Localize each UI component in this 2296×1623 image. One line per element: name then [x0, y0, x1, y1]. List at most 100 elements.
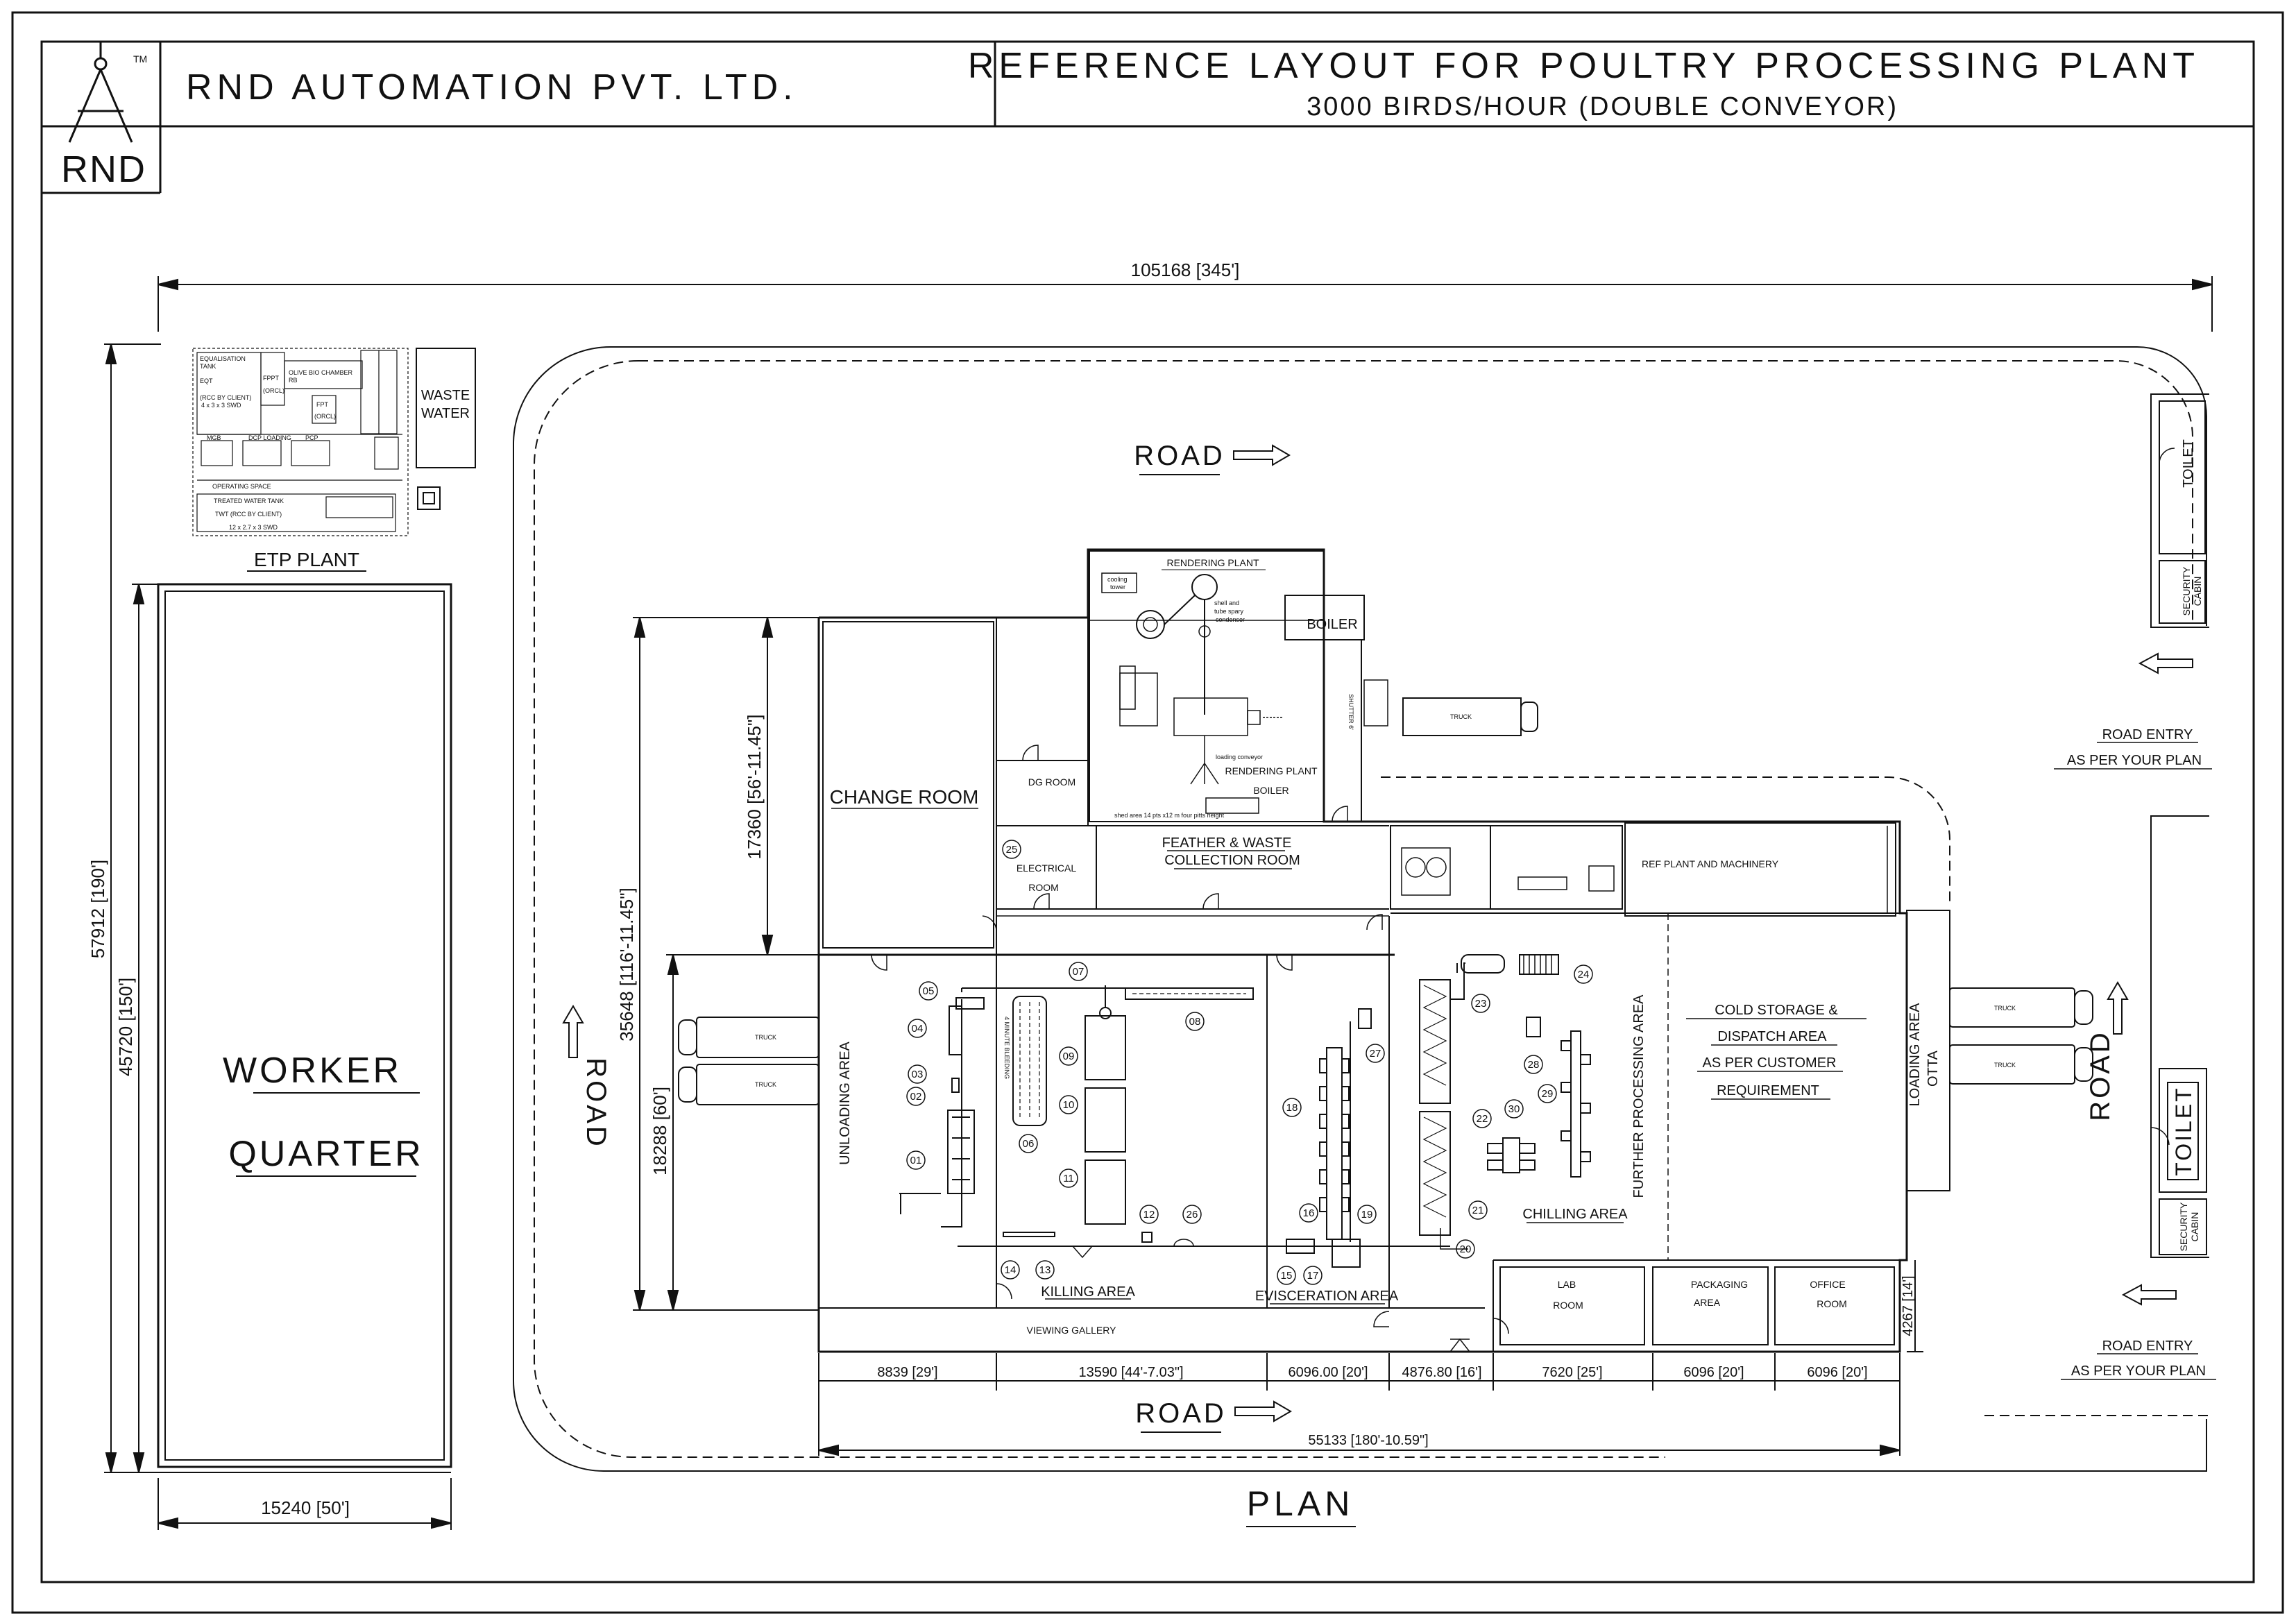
dim-building-height: 35648 [116'-11.45"] [616, 617, 819, 1311]
condenser-label: shell and [1214, 600, 1239, 606]
rendering-plant [1089, 550, 1325, 822]
dim-lower-block-text: 18288 [60'] [649, 1087, 670, 1175]
road-bottom: ROAD [1135, 1398, 1292, 1433]
truck-label: TRUCK [755, 1081, 776, 1088]
etp-eq-label-5: 4 x 3 x 3 SWD [201, 402, 241, 409]
dim-seg-killing: 13590 [44'-7.03"] [1078, 1365, 1183, 1380]
etp-fpt-label: FPT [316, 401, 329, 408]
equip-14: 14 [1005, 1264, 1017, 1276]
road-entry-upper-2: AS PER YOUR PLAN [2067, 753, 2202, 768]
road-top: ROAD [1134, 441, 1291, 475]
packaging-label-1: PACKAGING [1691, 1279, 1748, 1290]
packaging-label-2: AREA [1694, 1297, 1721, 1308]
door-swings [871, 745, 1509, 1352]
equip-15: 15 [1281, 1270, 1293, 1282]
equip-25: 25 [1006, 844, 1018, 856]
etp-dcp-label: DCP LOADING [248, 434, 291, 441]
equip-08: 08 [1189, 1016, 1201, 1028]
dim-upper-block-text: 17360 [56'-11.45"] [744, 715, 765, 860]
shutter-label: SHUTTER 6' [1347, 694, 1354, 730]
outer-border [11, 11, 2284, 1614]
etp-eq-label-4: (RCC BY CLIENT) [200, 394, 251, 401]
dim-overall-height-text: 57912 [190'] [87, 860, 108, 958]
equip-30: 30 [1508, 1103, 1520, 1115]
trademark-mark: TM [133, 53, 147, 65]
etp-tw-label-2: TWT (RCC BY CLIENT) [215, 511, 282, 518]
worker-quarter: WORKER QUARTER [157, 583, 452, 1468]
equip-22: 22 [1477, 1113, 1488, 1125]
office-room-label-2: ROOM [1817, 1298, 1847, 1309]
road-entry-lower-1: ROAD ENTRY [2102, 1339, 2193, 1354]
equip-01: 01 [910, 1155, 922, 1166]
change-room-label: CHANGE ROOM [830, 786, 979, 808]
toilet-security-lower: TOILET SECURITY CABIN [2150, 815, 2209, 1258]
dim-overall-height: 57912 [190'] [87, 343, 161, 1473]
equip-02: 02 [910, 1091, 922, 1103]
cold-storage-label-4: REQUIREMENT [1717, 1083, 1819, 1098]
security-label-lower: SECURITY [2178, 1202, 2189, 1251]
dim-chain-bottom: 8839 [29'] 13590 [44'-7.03"] 6096.00 [20… [818, 1260, 1923, 1456]
rnd-logo-icon [68, 42, 133, 143]
equip-11: 11 [1063, 1173, 1074, 1184]
security-label-lower-2: CABIN [2189, 1212, 2200, 1242]
boiler-label: BOILER [1307, 617, 1357, 632]
chilling-area-label: CHILLING AREA [1522, 1207, 1628, 1222]
change-room [822, 621, 994, 949]
etp-plant: EQUALISATION TANK EQT (RCC BY CLIENT) 4 … [192, 348, 409, 572]
dim-overall-width-text: 105168 [345'] [1131, 260, 1240, 280]
trucks-unloading: TRUCK TRUCK [678, 1017, 819, 1105]
waste-water-label-1: WASTE [421, 388, 470, 403]
cold-storage-label-3: AS PER CUSTOMER [1703, 1055, 1837, 1071]
drawing-subtitle: 3000 BIRDS/HOUR (DOUBLE CONVEYOR) [1307, 92, 1898, 121]
toilet-label-upper: TOILET [2181, 439, 2196, 488]
etp-plant-label: ETP PLANT [254, 549, 359, 570]
dim-seg-packaging: 6096 [20'] [1683, 1365, 1744, 1380]
dim-seg-right: 4267 [14'] [1900, 1275, 1916, 1336]
truck-label: TRUCK [755, 1034, 776, 1041]
equip-24: 24 [1578, 969, 1590, 980]
etp-tw-label: TREATED WATER TANK [214, 498, 284, 504]
bleeding-label: 4 MINUTE BLEEDING [1003, 1017, 1010, 1079]
road-label-right: ROAD [2085, 1030, 2116, 1121]
truck-label: TRUCK [1450, 713, 1472, 720]
main-building: CHANGE ROOM DG ROOM ELECTRICAL ROOM FEAT… [817, 548, 1950, 1353]
arrow-right-icon [1233, 444, 1291, 466]
road-entry-upper: ROAD ENTRY AS PER YOUR PLAN [2054, 652, 2212, 770]
condenser-label-3: condenser [1216, 616, 1245, 623]
cold-storage-label-2: DISPATCH AREA [1717, 1029, 1827, 1044]
dim-worker-width: 15240 [50'] [158, 1478, 452, 1530]
equip-05: 05 [923, 985, 935, 997]
equip-29: 29 [1542, 1088, 1554, 1100]
etp-fppt-label-2: (ORCL) [263, 387, 284, 394]
ref-plant-label: REF PLANT AND MACHINERY [1642, 858, 1779, 869]
dim-worker-height: 45720 [150'] [104, 584, 451, 1473]
equipment-callouts: 01 02 03 04 05 06 07 08 09 10 11 12 13 1… [906, 840, 1593, 1285]
equip-19: 19 [1361, 1209, 1373, 1221]
viewing-gallery-label: VIEWING GALLERY [1027, 1325, 1117, 1336]
drawing-title: REFERENCE LAYOUT FOR POULTRY PROCESSING … [968, 46, 2200, 86]
dim-lower-block: 18288 [60'] [649, 954, 819, 1311]
lab-room-label-1: LAB [1558, 1279, 1576, 1290]
dim-seg-unloading: 8839 [29'] [877, 1365, 937, 1380]
security-label-upper: SECURITY [2181, 566, 2192, 615]
road-label-top: ROAD [1134, 441, 1225, 471]
loading-area-label-2: OTTA [1925, 1050, 1941, 1087]
waste-water-label-2: WATER [421, 406, 470, 421]
truck-label: TRUCK [1994, 1062, 2016, 1069]
dim-worker-height-text: 45720 [150'] [115, 978, 136, 1076]
equip-13: 13 [1039, 1264, 1051, 1276]
dim-upper-block: 17360 [56'-11.45"] [744, 617, 819, 955]
logo-text: RND [61, 148, 146, 190]
etp-bio-label-2: RB [289, 377, 298, 384]
equip-18: 18 [1286, 1102, 1298, 1114]
electrical-room-label-1: ELECTRICAL [1017, 863, 1077, 874]
toilet-label-lower: TOILET [2171, 1086, 2196, 1175]
etp-fpt-label-2: (ORCL) [314, 413, 336, 420]
equip-27: 27 [1370, 1048, 1381, 1060]
cold-storage-label-1: COLD STORAGE & [1715, 1003, 1838, 1018]
lab-room-label-2: ROOM [1553, 1300, 1583, 1311]
title-block: RND TM RND AUTOMATION PVT. LTD. REFERENC… [42, 42, 2254, 194]
rendering-plant-label: RENDERING PLANT [1166, 557, 1259, 568]
etp-eq-label-2: TANK [200, 363, 216, 370]
